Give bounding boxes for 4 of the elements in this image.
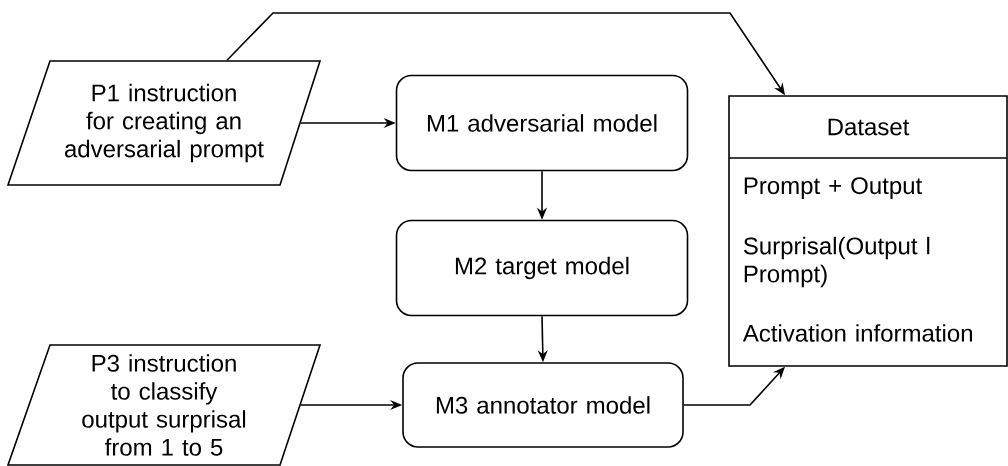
process-box: M3 annotator model (402, 362, 684, 448)
process-box: M2 target model (395, 219, 689, 317)
process-box: M1 adversarial model (395, 74, 689, 172)
dataset-table: Dataset Prompt + Output Surprisal(Output l Prompt) Activation information (728, 95, 1008, 367)
